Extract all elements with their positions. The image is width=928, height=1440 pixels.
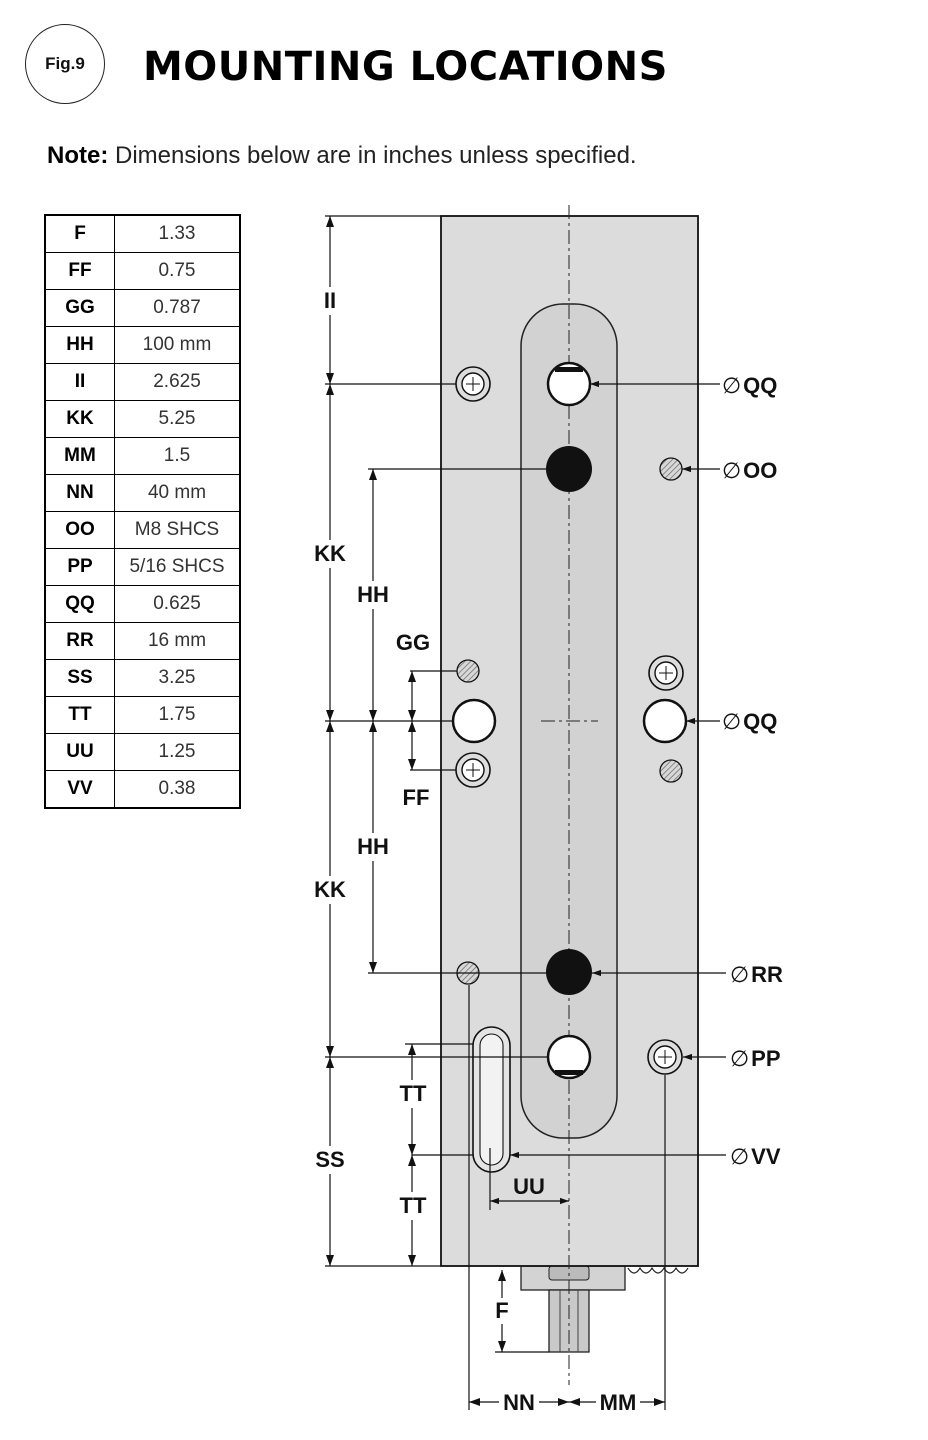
page-title: MOUNTING LOCATIONS [143, 44, 668, 90]
callout-vv: ∅VV [730, 1144, 781, 1169]
connector-housing [520, 1265, 689, 1353]
dimension-key: GG [44, 289, 115, 327]
dim-label-tt-top: TT [400, 1081, 427, 1106]
dimension-key: SS [44, 659, 115, 697]
oo-threaded-hole-right-upper [659, 457, 683, 481]
note-text: Dimensions below are in inches unless sp… [108, 142, 637, 169]
dimension-value: 2.625 [114, 363, 241, 401]
dimension-value: 1.25 [114, 733, 241, 771]
pp-screw-right-bottom [647, 1039, 683, 1075]
dim-label-hh-top: HH [357, 582, 389, 607]
dimension-value: 100 mm [114, 326, 241, 364]
dim-label-uu: UU [513, 1174, 545, 1199]
dimension-value: 1.75 [114, 696, 241, 734]
dim-label-ff: FF [403, 785, 430, 810]
qq-hole-top [546, 361, 592, 407]
oo-threaded-hole-left-upper [456, 659, 480, 683]
figure-number: Fig.9 [45, 54, 85, 73]
dimension-value: 1.5 [114, 437, 241, 475]
dimension-lines [326, 216, 665, 1406]
dimension-key: NN [44, 474, 115, 512]
dimension-value: 0.625 [114, 585, 241, 623]
vv-slot-inner [479, 1033, 504, 1166]
units-note: Note: Dimensions below are in inches unl… [47, 142, 637, 170]
dim-label-tt-bottom: TT [400, 1193, 427, 1218]
pp-screw-right-top [648, 655, 684, 691]
note-label: Note: [47, 142, 109, 169]
dimension-value: 1.33 [114, 214, 241, 253]
dim-label-gg: GG [396, 630, 430, 655]
dim-label-mm: MM [600, 1390, 637, 1415]
dimension-value: 5/16 SHCS [114, 548, 241, 586]
oo-threaded-hole-right-lower [659, 759, 683, 783]
qq-hole-left [451, 698, 497, 744]
dimension-value: 5.25 [114, 400, 241, 438]
callout-pp: ∅PP [730, 1046, 781, 1071]
dim-label-hh-bottom: HH [357, 834, 389, 859]
qq-hole-right [642, 698, 688, 744]
callout-oo: ∅OO [722, 458, 777, 483]
qq-hole-bottom [546, 1034, 592, 1080]
dim-label-nn: NN [503, 1390, 535, 1415]
rr-hole-bottom [546, 949, 592, 995]
dimension-value: 0.75 [114, 252, 241, 290]
dimension-key: OO [44, 511, 115, 549]
dim-label-kk-bottom: KK [314, 877, 346, 902]
dimension-value: 40 mm [114, 474, 241, 512]
pp-screw-left-mid [455, 752, 491, 788]
dimension-value: M8 SHCS [114, 511, 241, 549]
dim-label-kk-top: KK [314, 541, 346, 566]
dimension-value: 16 mm [114, 622, 241, 660]
callout-qq-middle: ∅QQ [722, 709, 777, 734]
dim-label-ii: II [324, 288, 336, 313]
dimension-value: 0.787 [114, 289, 241, 327]
callout-qq-top: ∅QQ [722, 373, 777, 398]
dimension-value: 0.38 [114, 770, 241, 809]
rr-hole-top [546, 446, 592, 492]
extension-lines [325, 215, 666, 1410]
dimension-key: TT [44, 696, 115, 734]
pp-screw-left-top [455, 366, 491, 402]
callout-leaders [510, 380, 726, 1159]
figure-number-badge: Fig.9 [25, 24, 105, 104]
dimension-key: VV [44, 770, 115, 809]
dimension-key: UU [44, 733, 115, 771]
dim-label-ss: SS [315, 1147, 344, 1172]
dimension-key: HH [44, 326, 115, 364]
dimension-key: II [44, 363, 115, 401]
callout-rr: ∅RR [730, 962, 783, 987]
dim-label-f: F [495, 1298, 508, 1323]
